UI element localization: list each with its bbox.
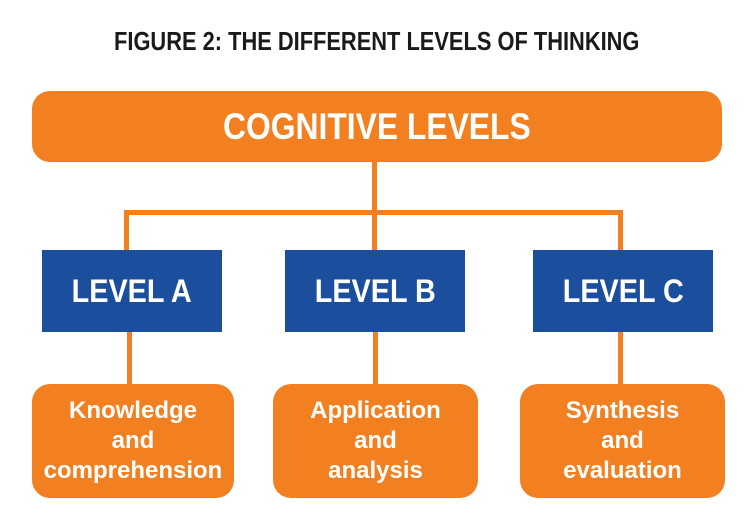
level-b-description-line: Application [310, 397, 441, 424]
level-b-description-line: analysis [328, 457, 423, 484]
level-a-description-line: Knowledge [68, 397, 197, 424]
level-a-box: LEVEL A [42, 250, 222, 332]
connector-root-drop [372, 160, 377, 252]
connector-level-a-desc [127, 330, 132, 386]
level-a-description-line: and [111, 427, 155, 454]
cognitive-levels-label: COGNITIVE LEVELS [223, 105, 531, 147]
level-c-description-line: and [601, 427, 644, 454]
cognitive-levels-box: COGNITIVE LEVELS [32, 91, 722, 162]
connector-horizontal [124, 210, 623, 215]
level-b-label: LEVEL B [314, 272, 436, 309]
level-b-box: LEVEL B [285, 250, 465, 332]
level-a-description-box: Knowledge and comprehension [32, 384, 234, 498]
level-c-description-line: Synthesis [565, 397, 680, 424]
connector-right-drop [618, 210, 623, 254]
figure-title: FIGURE 2: THE DIFFERENT LEVELS OF THINKI… [0, 26, 753, 57]
level-a-description-line: comprehension [43, 457, 223, 484]
connector-left-drop [124, 210, 129, 254]
level-c-box: LEVEL C [533, 250, 713, 332]
level-b-description-line: and [354, 427, 397, 454]
level-b-description-box: Application and analysis [273, 384, 478, 498]
connector-level-c-desc [618, 330, 623, 386]
level-c-description-line: evaluation [563, 457, 682, 484]
level-a-label: LEVEL A [71, 272, 193, 309]
level-c-label: LEVEL C [562, 272, 684, 309]
level-c-description-box: Synthesis and evaluation [520, 384, 725, 498]
figure-title-text: FIGURE 2: THE DIFFERENT LEVELS OF THINKI… [113, 26, 640, 56]
connector-level-b-desc [373, 330, 378, 386]
